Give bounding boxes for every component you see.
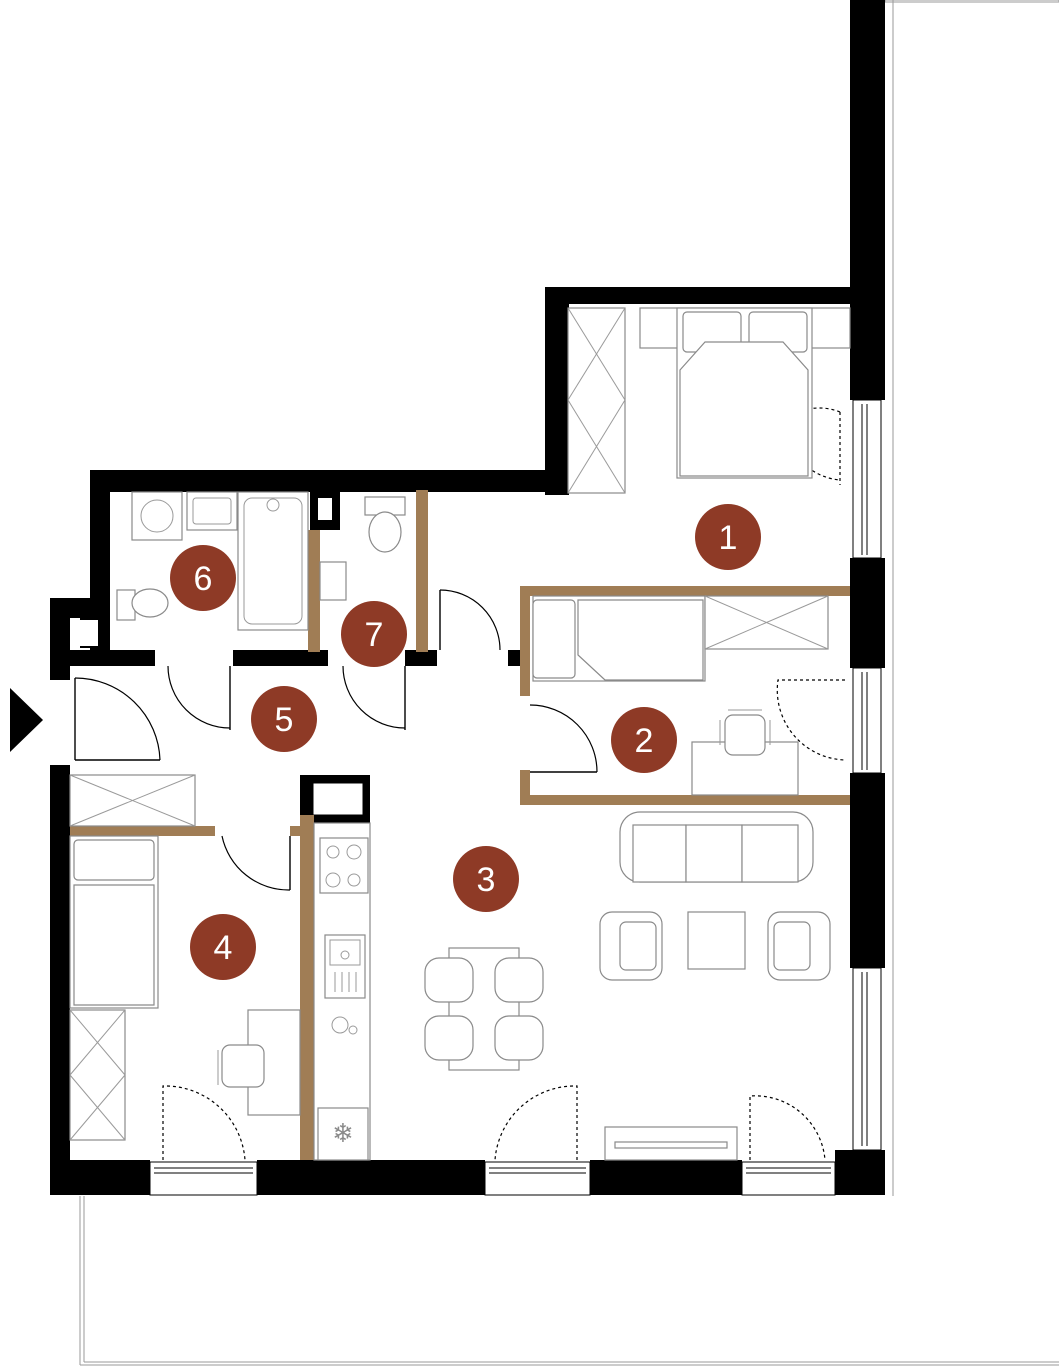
- washing-machine-icon: [131, 491, 183, 541]
- wall-bedroom-west: [545, 287, 569, 495]
- shaft-void: [70, 620, 98, 646]
- partition-room4-north: [70, 826, 215, 836]
- room-number: 7: [365, 616, 384, 654]
- stove-icon: [319, 837, 369, 894]
- wall-east-upper: [850, 0, 885, 300]
- door-icon: [162, 1085, 246, 1161]
- svg-text:❄: ❄: [332, 1119, 354, 1149]
- bathtub-icon: [237, 491, 309, 631]
- partition-bath-wc: [308, 530, 320, 652]
- window-living-south-2: [741, 1161, 836, 1196]
- desk-chair-icon: [691, 709, 799, 796]
- double-bed-icon: [639, 307, 851, 479]
- door-icon[interactable]: [342, 665, 406, 730]
- doors: [74, 407, 846, 1161]
- room-badge-4: 4: [190, 914, 256, 980]
- wall-east-mid: [850, 558, 885, 668]
- room-number: 3: [477, 861, 496, 899]
- single-bed-icon: [69, 835, 159, 1009]
- wall-wc-hall: [405, 650, 437, 666]
- windows: [149, 399, 882, 1196]
- terrace-edge-top: [884, 0, 1059, 3]
- wall-west-entry-top: [50, 598, 70, 680]
- wall-south-d: [835, 1150, 885, 1195]
- tv-stand-icon: [604, 1126, 738, 1161]
- room-badge-3: 3: [453, 846, 519, 912]
- room-badge-1: 1: [695, 504, 761, 570]
- sink-icon: [324, 934, 366, 999]
- door-icon: [776, 679, 846, 761]
- terrace-outlines: [79, 0, 1059, 1366]
- room-number: 4: [214, 929, 233, 967]
- room-badge-5: 5: [251, 686, 317, 752]
- partition-kitchen-stub: [290, 826, 314, 836]
- coffee-table-icon: [687, 911, 746, 970]
- room-badge-7: 7: [341, 601, 407, 667]
- dining-table-icon: [424, 947, 544, 1071]
- room-number: 1: [719, 519, 738, 557]
- door-icon: [749, 1095, 826, 1161]
- window-icon: [852, 667, 882, 774]
- armchair-icon: [767, 911, 831, 981]
- wall-north-bath: [90, 470, 569, 492]
- wall-south-c: [590, 1160, 742, 1195]
- room-number: 5: [275, 701, 294, 739]
- partition-room2-west-low: [520, 770, 530, 804]
- partition-kitchen: [300, 815, 314, 1160]
- fridge-icon: ❄: [317, 1107, 369, 1161]
- washbasin-icon: [186, 491, 238, 531]
- duct-void: [318, 498, 332, 520]
- room-badge-6: 6: [170, 545, 236, 611]
- wardrobe-icon: [69, 1009, 126, 1141]
- entrance-arrow-icon: [10, 688, 43, 752]
- wall-south-b: [257, 1160, 485, 1195]
- partition-room2-west: [520, 586, 530, 696]
- sofa-icon: [619, 811, 814, 883]
- window-icon: [852, 967, 882, 1151]
- washbasin-icon: [319, 561, 347, 601]
- wall-south-a: [50, 1160, 150, 1195]
- window-room4-south: [149, 1161, 258, 1196]
- room-number: 6: [194, 560, 213, 598]
- wall-north-bedroom: [545, 287, 885, 304]
- door-icon[interactable]: [439, 589, 501, 651]
- window-living-south-1: [484, 1161, 591, 1196]
- wall-hall-west: [70, 650, 155, 666]
- wall-bath-hall: [233, 650, 328, 666]
- wardrobe-icon: [69, 774, 196, 827]
- window-icon: [852, 399, 882, 559]
- partition-room1-room2: [520, 586, 850, 596]
- armchair-icon: [599, 911, 663, 981]
- kitchen-duct-void: [312, 782, 364, 816]
- window-icon: [741, 1161, 836, 1196]
- partition-wc-east: [416, 490, 428, 652]
- single-bed-icon: [532, 595, 706, 682]
- toilet-icon: [364, 496, 406, 553]
- door-icon[interactable]: [221, 835, 291, 891]
- wall-west-lower: [50, 765, 70, 1195]
- door-icon[interactable]: [74, 677, 161, 761]
- window-icon: [149, 1161, 258, 1196]
- wall-east-living: [850, 773, 885, 968]
- window-icon: [484, 1161, 591, 1196]
- partitions: [70, 490, 850, 1160]
- room-badge-2: 2: [611, 707, 677, 773]
- wardrobe-icon: [567, 307, 626, 494]
- room-number: 2: [635, 722, 654, 760]
- door-icon[interactable]: [529, 704, 598, 773]
- wardrobe-icon: [704, 595, 829, 650]
- dishwasher-icon: [331, 1016, 358, 1035]
- partition-room2-south: [520, 795, 850, 805]
- wall-east-bedroom: [850, 287, 885, 400]
- door-icon: [494, 1085, 578, 1161]
- desk-chair-icon: [217, 1009, 301, 1116]
- toilet-icon: [116, 588, 169, 621]
- door-icon[interactable]: [167, 665, 231, 730]
